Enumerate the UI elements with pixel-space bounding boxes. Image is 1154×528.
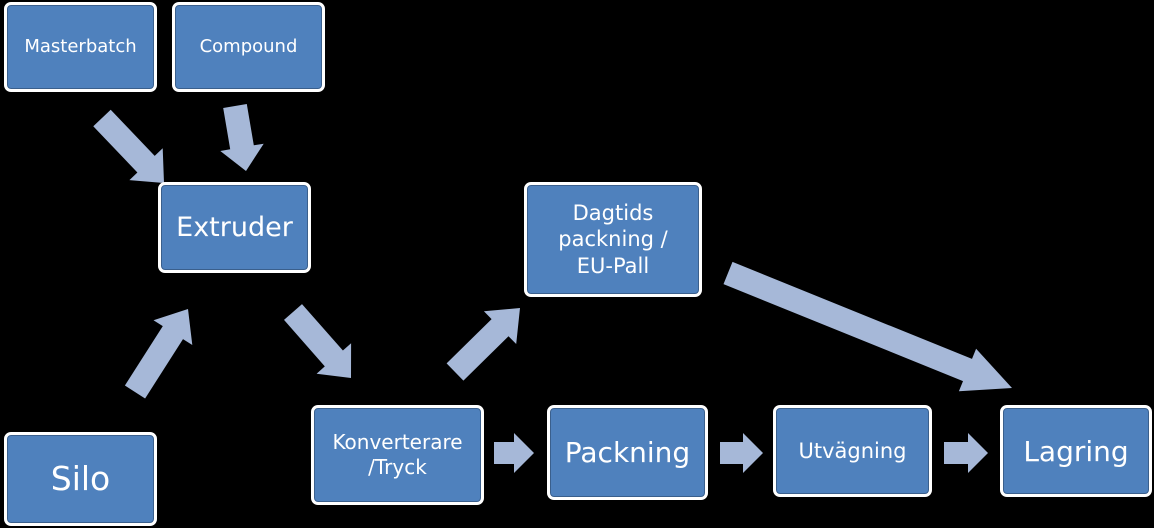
- node-extruder: Extruder: [158, 182, 311, 273]
- node-dagtids-packning-label: Dagtids packning / EU-Pall: [558, 201, 668, 278]
- arrow-packning-to-utvagning: [720, 433, 763, 473]
- node-lagring: Lagring: [1000, 405, 1152, 497]
- arrow-utvagning-to-lagring: [944, 433, 988, 473]
- node-compound: Compound: [172, 2, 325, 92]
- node-silo-label: Silo: [50, 459, 111, 499]
- arrow-konverterare-to-dagtids: [446, 308, 520, 381]
- node-compound-label: Compound: [199, 35, 298, 57]
- node-packning-label: Packning: [564, 436, 691, 469]
- node-masterbatch-label: Masterbatch: [24, 35, 137, 57]
- node-masterbatch: Masterbatch: [4, 2, 157, 92]
- arrow-masterbatch-to-extruder: [93, 109, 164, 183]
- node-utvagning: Utvägning: [773, 405, 932, 497]
- arrow-silo-to-extruder: [124, 309, 193, 399]
- node-dagtids-packning: Dagtids packning / EU-Pall: [524, 182, 702, 297]
- node-extruder-label: Extruder: [176, 211, 293, 243]
- node-lagring-label: Lagring: [1023, 434, 1129, 468]
- node-packning: Packning: [547, 405, 708, 500]
- arrow-dagtids-to-lagring: [723, 261, 1012, 392]
- node-konverterare: Konverterare /Tryck: [311, 405, 484, 505]
- node-silo: Silo: [4, 432, 157, 526]
- node-konverterare-label: Konverterare /Tryck: [332, 430, 463, 479]
- arrow-compound-to-extruder: [220, 104, 264, 171]
- arrow-extruder-to-konverterare: [284, 304, 352, 378]
- arrow-konverterare-to-packning: [494, 433, 534, 473]
- node-utvagning-label: Utvägning: [798, 438, 907, 463]
